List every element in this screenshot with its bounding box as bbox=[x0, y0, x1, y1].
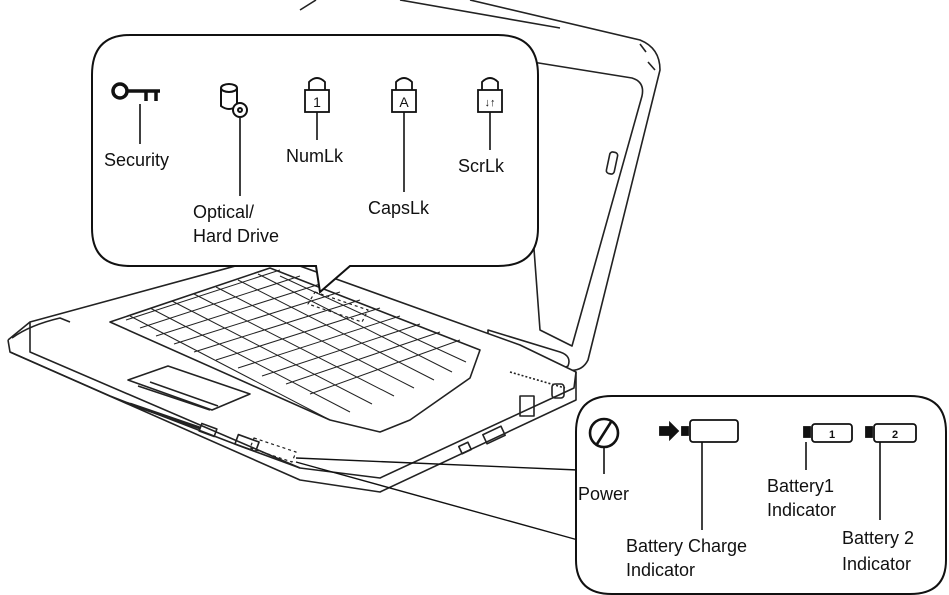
optical-label-line2: Hard Drive bbox=[193, 226, 279, 246]
capslk-label: CapsLk bbox=[368, 198, 430, 218]
top-indicator-highlight bbox=[307, 291, 369, 323]
battery-charge-label-line1: Battery Charge bbox=[626, 536, 747, 556]
battery-2-icon bbox=[865, 423, 917, 443]
optical-drive-icon bbox=[220, 83, 248, 118]
battery-2-glyph: 2 bbox=[892, 429, 898, 441]
laptop-screen bbox=[519, 59, 644, 347]
scrlk-label: ScrLk bbox=[458, 156, 505, 176]
battery-1-glyph: 1 bbox=[829, 429, 835, 441]
battery-1-label-line1: Battery1 bbox=[767, 476, 834, 496]
power-label: Power bbox=[578, 484, 629, 504]
bottom-callout-pointer bbox=[295, 457, 579, 541]
capslk-glyph: A bbox=[399, 94, 409, 110]
battery-2-label-line1: Battery 2 bbox=[842, 528, 914, 548]
battery-1-icon bbox=[803, 423, 853, 443]
battery-2-label-line2: Indicator bbox=[842, 554, 911, 574]
key-icon bbox=[111, 82, 160, 101]
battery-charge-label-line2: Indicator bbox=[626, 560, 695, 580]
top-callout-bubble bbox=[91, 34, 539, 294]
bottom-callout-bubble bbox=[575, 395, 947, 595]
battery-1-label-line2: Indicator bbox=[767, 500, 836, 520]
keyboard-keys bbox=[125, 269, 467, 421]
laptop-illustration bbox=[7, 0, 661, 493]
optical-label-line1: Optical/ bbox=[193, 202, 254, 222]
security-label: Security bbox=[104, 150, 169, 170]
numlk-glyph: 1 bbox=[313, 94, 321, 110]
scrlk-glyph: ↓↑ bbox=[485, 97, 496, 109]
front-indicator-highlight bbox=[249, 437, 297, 463]
numlk-label: NumLk bbox=[286, 146, 344, 166]
touchpad bbox=[127, 365, 251, 411]
battery-charge-icon bbox=[659, 419, 739, 443]
